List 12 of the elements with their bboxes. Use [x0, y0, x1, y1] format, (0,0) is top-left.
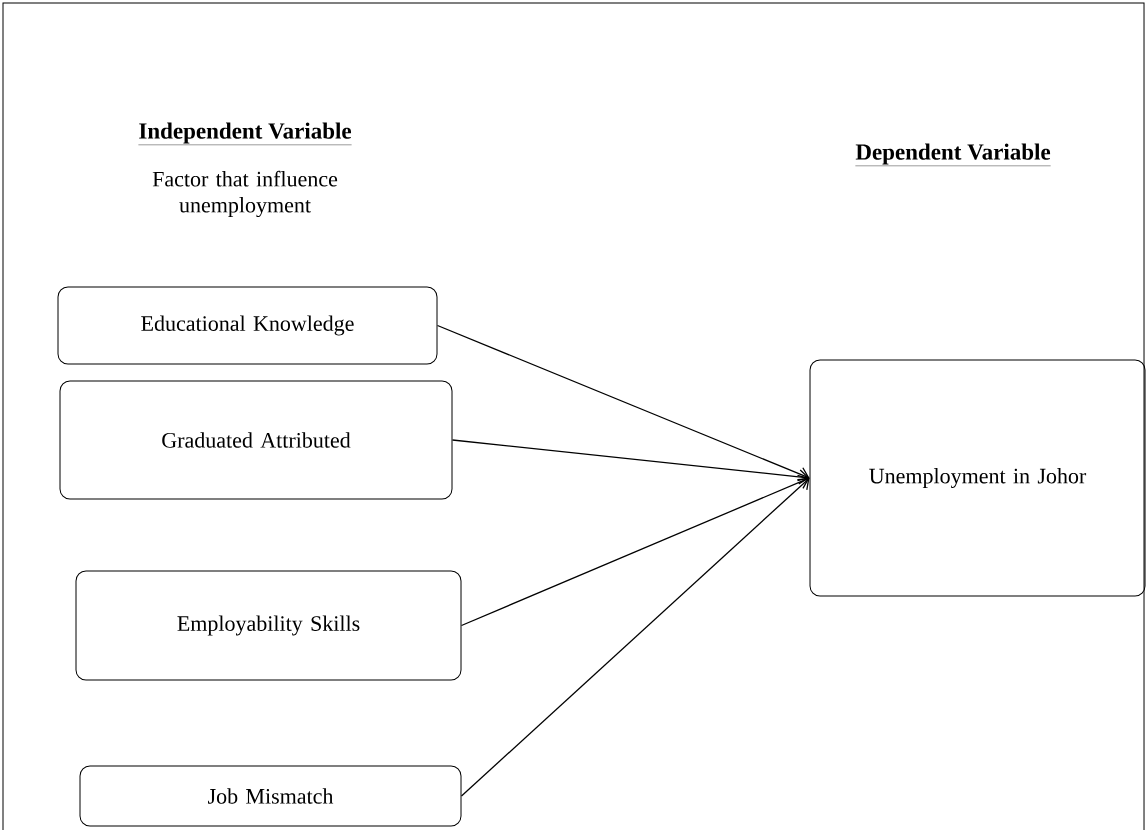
heading: Dependent Variable [855, 143, 1051, 166]
heading: Independent Variable [138, 122, 352, 145]
description: Factor that influence unemployment [152, 170, 338, 218]
process-box: Employability Skills [75, 570, 462, 681]
arrow [460, 474, 810, 627]
process-box: Educational Knowledge [57, 286, 438, 365]
arrow [460, 478, 810, 797]
process-box: Unemployment in Johor [809, 359, 1146, 597]
arrow [436, 324, 810, 482]
arrow [451, 439, 810, 485]
process-box: Graduated Attributed [59, 380, 453, 500]
process-box: Job Mismatch [79, 765, 462, 827]
